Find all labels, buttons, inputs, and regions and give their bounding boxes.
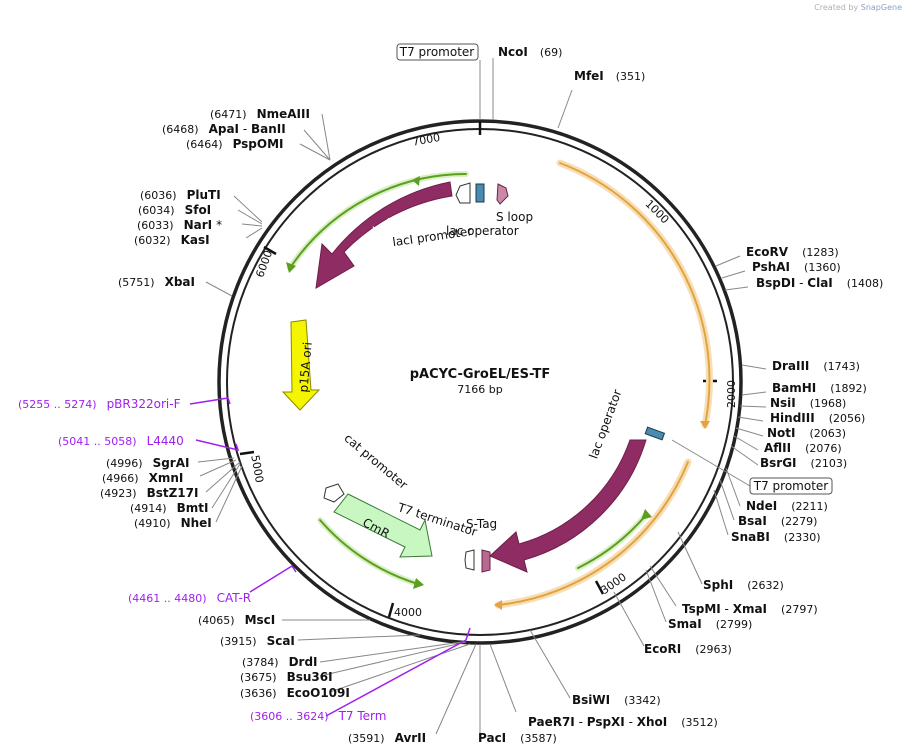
tick-label-3000: 3000 bbox=[598, 570, 628, 597]
enzyme-xbai: (5751)XbaI bbox=[118, 275, 195, 289]
laci-feature-arrow bbox=[315, 181, 453, 289]
t7-promoter-top-label: T7 promoter bbox=[399, 45, 475, 59]
tick-label-5000: 5000 bbox=[248, 454, 266, 484]
green-arc-cmr-line bbox=[319, 519, 419, 585]
lac-operator-right-shape bbox=[644, 426, 666, 441]
watermark: Created by SnapGene bbox=[814, 3, 902, 12]
enzyme-xmni: (4966)XmnI bbox=[102, 471, 183, 485]
enzyme-noti: NotI(2063) bbox=[767, 426, 846, 440]
primer-t7-term: (3606 .. 3624)T7 Term bbox=[250, 709, 386, 723]
cat-promoter-shape bbox=[323, 483, 345, 503]
enzyme-nmeaiii: (6471)NmeAIII bbox=[210, 107, 310, 121]
green-arrowhead-tf bbox=[641, 509, 652, 520]
s-tag-shape bbox=[481, 549, 491, 573]
orf-arrowhead-right bbox=[700, 421, 710, 429]
t7-promoter-top: T7 promoter bbox=[396, 43, 481, 120]
enzyme-ecorv: EcoRV(1283) bbox=[746, 245, 839, 259]
laci-promoter-shape bbox=[455, 182, 471, 204]
enzyme-nari: (6033)NarI* bbox=[137, 218, 222, 232]
enzyme-ecoo109i: (3636)EcoO109I bbox=[240, 686, 350, 700]
enzyme-bsai: BsaI(2279) bbox=[738, 514, 817, 528]
enzyme-nhei: (4910)NheI bbox=[134, 516, 212, 530]
enzyme-ndei: NdeI(2211) bbox=[746, 499, 828, 513]
enzyme-snabi: SnaBI(2330) bbox=[731, 530, 820, 544]
enzyme-aflii: AflII(2076) bbox=[764, 441, 842, 455]
primer-marks bbox=[189, 397, 471, 717]
enzyme-tspmi: TspMI - XmaI(2797) bbox=[682, 602, 818, 616]
cmr-shape bbox=[333, 493, 433, 558]
tick-label-7000: 7000 bbox=[411, 131, 441, 149]
orf-arcs bbox=[494, 159, 713, 609]
lac-operator-right-label: lac operator bbox=[586, 388, 624, 461]
enzyme-avrii: (3591)AvrII bbox=[348, 731, 426, 745]
enzyme-draiii: DraIII(1743) bbox=[772, 359, 860, 373]
enzyme-pshai: PshAI(1360) bbox=[752, 260, 841, 274]
enzyme-bspdi: BspDI - ClaI(1408) bbox=[756, 276, 883, 290]
enzyme-bsiwi: BsiWI(3342) bbox=[572, 693, 661, 707]
ticks bbox=[239, 121, 717, 618]
enzyme-paer7i: PaeR7I - PspXI - XhoI(3512) bbox=[528, 715, 718, 729]
enzyme-paci: PacI(3587) bbox=[478, 731, 557, 745]
primer-l4440: (5041 .. 5058)L4440 bbox=[58, 434, 184, 448]
enzyme-apai: (6468)ApaI - BanII bbox=[162, 122, 286, 136]
p15a-ori-shape bbox=[281, 319, 321, 411]
watermark-created-by: Created by bbox=[814, 3, 859, 12]
green-arc-laci-line bbox=[289, 173, 467, 269]
enzyme-drdi: (3784)DrdI bbox=[242, 655, 318, 669]
tick-label-6000: 6000 bbox=[253, 249, 275, 280]
t7-promoter-right: T7 promoter bbox=[671, 439, 833, 495]
tick-label-2000: 2000 bbox=[725, 380, 738, 408]
tick-label-4000: 4000 bbox=[394, 606, 422, 619]
orf-arrowhead-lower bbox=[494, 600, 502, 610]
enzyme-smai: SmaI(2799) bbox=[668, 617, 752, 631]
primer-cat-r: (4461 .. 4480)CAT-R bbox=[128, 591, 251, 605]
enzyme-ncoi: NcoI(69) bbox=[498, 45, 562, 59]
enzyme-msci: (4065)MscI bbox=[198, 613, 275, 627]
s-tag-label: S-Tag bbox=[466, 517, 497, 531]
plasmid-size: 7166 bp bbox=[457, 383, 502, 396]
green-arrowhead-laci bbox=[286, 262, 296, 273]
enzyme-ecori: EcoRI(2963) bbox=[644, 642, 732, 656]
enzyme-bsrgi: BsrGI(2103) bbox=[760, 456, 847, 470]
enzyme-kasi: (6032)KasI bbox=[134, 233, 210, 247]
s-loop-shape bbox=[496, 183, 509, 205]
enzyme-pluti: (6036)PluTI bbox=[140, 188, 221, 202]
trigger-factor-arrow bbox=[489, 439, 647, 573]
enzyme-sgrai: (4996)SgrAI bbox=[106, 456, 189, 470]
orf-arc-right-line bbox=[559, 162, 711, 426]
enzyme-bmti: (4914)BmtI bbox=[130, 501, 208, 515]
orf-arc-right bbox=[556, 159, 713, 429]
green-arcs bbox=[287, 171, 649, 587]
enzyme-mfei: MfeI(351) bbox=[574, 69, 645, 83]
p15a-ori-label: p15A ori bbox=[296, 341, 314, 393]
s-loop-label: S loop bbox=[496, 210, 533, 224]
green-arrowhead-laci-top bbox=[412, 176, 420, 186]
enzyme-pspomi: (6464)PspOMI bbox=[186, 137, 284, 151]
lac-operator-top-label: lac operator bbox=[446, 224, 519, 238]
enzyme-nsii: NsiI(1968) bbox=[770, 396, 846, 410]
t7-promoter-right-label: T7 promoter bbox=[753, 479, 829, 493]
enzyme-sfoi: (6034)SfoI bbox=[138, 203, 211, 217]
s-tag-left-shape bbox=[464, 549, 475, 571]
snapgene-brand: SnapGene bbox=[860, 3, 902, 12]
enzyme-bstz17i: (4923)BstZ17I bbox=[100, 486, 198, 500]
green-arrowhead-cmr bbox=[413, 578, 424, 589]
enzyme-scai: (3915)ScaI bbox=[220, 634, 295, 648]
green-arc-tf-line bbox=[577, 514, 647, 569]
orf-arc-lower-line bbox=[497, 461, 689, 606]
cat-promoter-label: cat promoter bbox=[341, 431, 410, 492]
enzyme-bamhi: BamHI(1892) bbox=[772, 381, 867, 395]
enzyme-leader-lines bbox=[197, 58, 767, 735]
primer-pbr322ori-f: (5255 .. 5274)pBR322ori-F bbox=[18, 397, 181, 411]
enzyme-bsu36i: (3675)Bsu36I bbox=[240, 670, 333, 684]
enzyme-sphi: SphI(2632) bbox=[703, 578, 784, 592]
lac-operator-top-shape bbox=[475, 183, 485, 203]
plasmid-name: pACYC-GroEL/ES-TF bbox=[410, 367, 551, 382]
enzyme-hindiii: HindIII(2056) bbox=[770, 411, 865, 425]
